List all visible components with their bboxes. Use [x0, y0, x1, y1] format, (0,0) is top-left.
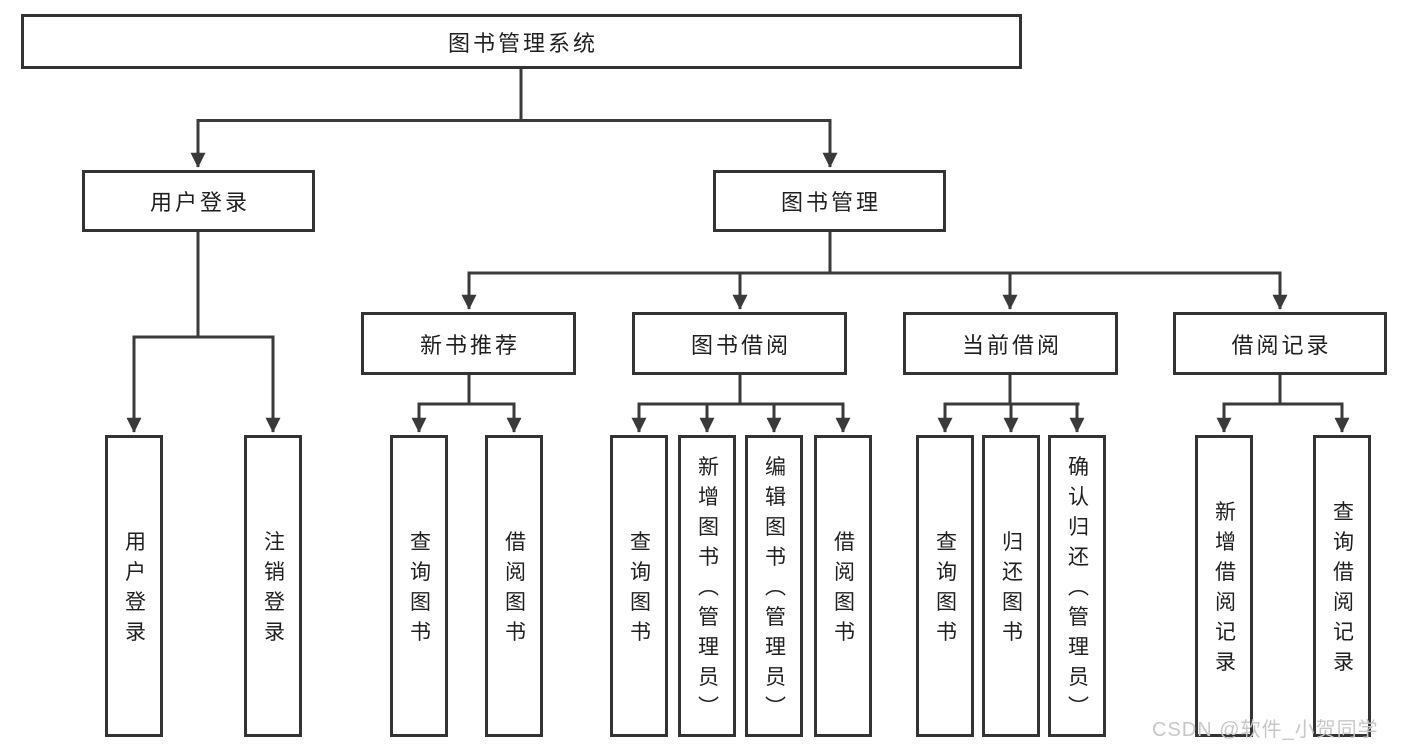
node-label: 用户登录 [149, 190, 250, 215]
leaf-edit-books-admin: 编辑图书（管理员） [745, 435, 803, 737]
leaf-add-books-admin: 新增图书（管理员） [678, 435, 736, 737]
leaf-add-borrow-record: 新增借阅记录 [1195, 435, 1253, 737]
leaf-query-books-recommend: 查询图书 [390, 435, 448, 737]
node-label: 确认归还（管理员） [1065, 455, 1089, 726]
node-label: 新书推荐 [419, 332, 520, 358]
node-label: 新增借阅记录 [1212, 500, 1236, 681]
leaf-confirm-return-admin: 确认归还（管理员） [1048, 435, 1106, 737]
leaf-logout-login: 注销登录 [244, 435, 302, 737]
node-user-login: 用户登录 [82, 170, 315, 232]
node-label: 查询图书 [407, 530, 431, 651]
node-current-borrowing: 当前借阅 [903, 312, 1118, 375]
node-label: 新增图书（管理员） [695, 455, 719, 726]
leaf-query-books-current: 查询图书 [916, 435, 974, 737]
node-book-management: 图书管理 [713, 170, 946, 232]
node-label: 查询借阅记录 [1330, 500, 1354, 681]
node-label: 借阅图书 [502, 530, 526, 651]
watermark-text: CSDN @软件_小贺同学 [1152, 719, 1379, 741]
node-label: 借阅记录 [1231, 332, 1332, 358]
node-label: 注销登录 [261, 530, 285, 651]
leaf-return-books: 归还图书 [982, 435, 1040, 737]
node-borrowing-records: 借阅记录 [1173, 312, 1387, 375]
leaf-borrow-books-borrowing: 借阅图书 [814, 435, 872, 737]
node-label: 图书管理系统 [447, 30, 598, 56]
leaf-borrow-books-recommend: 借阅图书 [485, 435, 543, 737]
leaf-user-login: 用户登录 [105, 435, 163, 737]
node-label: 查询图书 [933, 530, 957, 651]
node-label: 图书管理 [780, 190, 881, 215]
node-label: 当前借阅 [961, 332, 1062, 358]
node-label: 图书借阅 [690, 332, 791, 358]
node-library-system: 图书管理系统 [21, 14, 1022, 69]
node-book-borrowing: 图书借阅 [632, 312, 847, 375]
leaf-query-books-borrowing: 查询图书 [610, 435, 668, 737]
leaf-query-borrow-record: 查询借阅记录 [1313, 435, 1371, 737]
node-label: 编辑图书（管理员） [762, 455, 786, 726]
node-label: 归还图书 [999, 530, 1023, 651]
node-label: 借阅图书 [831, 530, 855, 651]
node-new-book-recommend: 新书推荐 [361, 312, 576, 375]
node-label: 查询图书 [627, 530, 651, 651]
node-label: 用户登录 [122, 530, 146, 651]
